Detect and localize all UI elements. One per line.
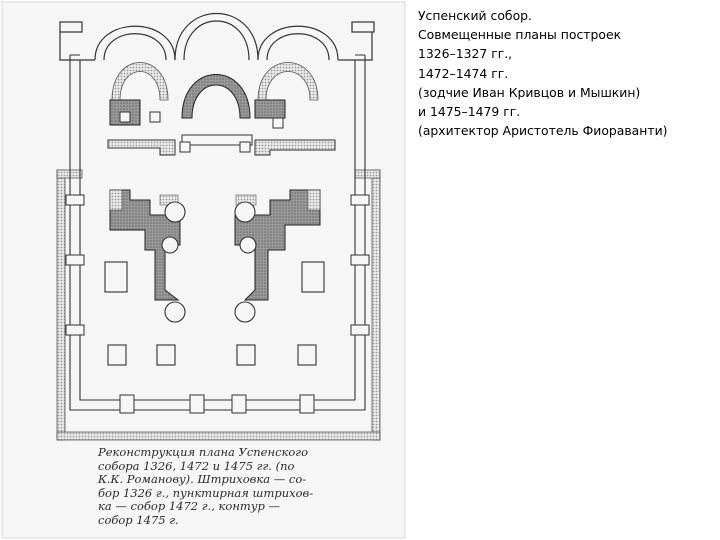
plan-paper <box>2 2 405 538</box>
altar-barrier <box>107 134 336 156</box>
cross-pier-right <box>234 189 321 301</box>
wall-pilasters <box>65 194 370 414</box>
pier-dotted-edges <box>109 189 321 211</box>
caption-line: собора 1326, 1472 и 1475 гг. (по <box>98 458 295 473</box>
apses-1472-dotted <box>111 62 319 101</box>
description-line: 1472–1474 гг. <box>418 65 509 81</box>
description-line: и 1475–1479 гг. <box>418 104 521 120</box>
altar-small-squares <box>119 111 284 153</box>
round-columns <box>161 201 257 323</box>
caption-line: собор 1475 г. <box>98 512 179 527</box>
outer-dotted-wall <box>56 169 381 441</box>
cathedral-floor-plan <box>1 1 406 539</box>
description-line: (зодчие Иван Кривцов и Мышкин) <box>418 84 641 100</box>
description-line: (архитектор Аристотель Фиораванти) <box>418 123 668 139</box>
cross-pier-left <box>109 189 181 301</box>
caption-line: ка — собор 1472 г., контур — <box>98 499 281 514</box>
caption-line: бор 1326 г., пунктирная штрихов- <box>98 485 314 500</box>
outer-wall-1475 <box>69 54 366 411</box>
rect-piers-1475 <box>104 261 325 366</box>
description-text: Успенский собор. Совмещенные планы постр… <box>418 6 718 140</box>
plan-caption: Реконструкция плана Успенского собора 13… <box>98 445 328 528</box>
apses-1475 <box>59 13 375 61</box>
description-title: Успенский собор. <box>418 8 532 23</box>
description-line: Совмещенные планы построек <box>418 27 622 43</box>
caption-line: К.К. Романову). Штриховка — со- <box>98 472 307 487</box>
description-line: 1326–1327 гг., <box>418 46 513 62</box>
caption-line: Реконструкция плана Успенского <box>98 445 309 459</box>
